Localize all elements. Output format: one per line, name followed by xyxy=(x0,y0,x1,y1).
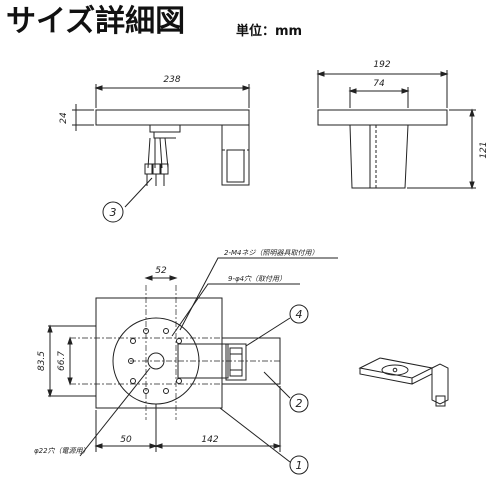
balloon-3 xyxy=(102,201,124,223)
header: サイズ詳細図 単位：mm xyxy=(6,4,494,44)
dim-height-inner: 66.7 xyxy=(57,351,67,371)
side-view xyxy=(316,70,476,190)
page-title: サイズ詳細図 xyxy=(6,4,186,39)
unit-label: 単位：mm xyxy=(236,24,303,39)
balloon-4-label: 4 xyxy=(296,308,303,321)
balloon-1 xyxy=(289,455,309,475)
dim-hole-pitch: 52 xyxy=(155,266,167,276)
dim-side-inner-width: 74 xyxy=(373,79,385,89)
isometric-view xyxy=(358,357,449,407)
dim-side-height: 121 xyxy=(479,141,489,158)
dim-arm-length: 142 xyxy=(201,435,218,445)
dim-side-width: 192 xyxy=(373,60,390,70)
balloon-2 xyxy=(289,393,309,413)
balloon-2-label: 2 xyxy=(296,397,303,410)
balloon-1-label: 1 xyxy=(296,459,303,472)
balloon-4 xyxy=(289,304,309,324)
dim-top-width: 238 xyxy=(163,75,180,85)
annotation-mount-holes: 9-φ4穴（取付用） xyxy=(228,275,286,283)
annotation-cable-hole: φ22穴（電源用） xyxy=(34,447,90,455)
front-view xyxy=(72,84,251,208)
balloon-3-label: 3 xyxy=(110,206,117,219)
dim-top-thickness: 24 xyxy=(59,112,69,124)
plan-view xyxy=(47,257,338,463)
dim-height-outer: 83.5 xyxy=(37,351,47,371)
dim-left-offset: 50 xyxy=(120,435,132,445)
annotation-m4-screw: 2-M4ネジ（照明器具取付用） xyxy=(224,249,318,257)
